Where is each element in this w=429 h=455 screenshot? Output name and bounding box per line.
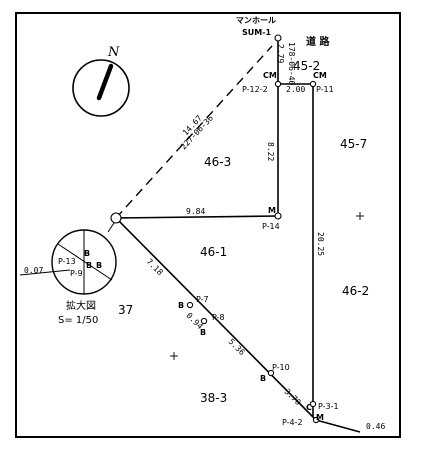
- point-p11: [309, 80, 317, 88]
- parcel-46-3: 46-3: [204, 155, 231, 169]
- marker-c-p3-1: C: [306, 403, 312, 412]
- parcel-38-3: 38-3: [200, 391, 227, 405]
- point-p14: [274, 212, 282, 220]
- parcel-45-2: 45-2: [293, 59, 320, 73]
- boundary-p14-to-west: [115, 215, 279, 219]
- point-p8: [200, 317, 208, 325]
- enlarged-detail-007-line: [19, 269, 71, 276]
- north-arrow-circle: [72, 59, 130, 117]
- survey-points: [110, 34, 320, 424]
- north-arrow: N: [72, 45, 130, 117]
- marker-b-p8: B: [200, 328, 206, 337]
- dim-2-00: 2.00: [286, 85, 305, 94]
- sum1-label: SUM-1: [242, 28, 272, 37]
- point-p10: [267, 369, 275, 377]
- enlarged-scale: S= 1/50: [58, 315, 98, 326]
- dim-2-79: 2.79: [276, 44, 285, 63]
- marker-cm-east: CM: [313, 71, 327, 80]
- boundary-p4-2-to-east: [315, 419, 361, 433]
- point-p12-2: [274, 80, 282, 88]
- point-west-corner: [110, 212, 122, 224]
- dim-8-22: 8.22: [266, 142, 275, 161]
- road-label: 道 路: [306, 35, 330, 48]
- label-p12-2: P-12-2: [242, 85, 268, 94]
- marker-b-detail-1: B: [84, 249, 90, 258]
- label-p14: P-14: [262, 222, 280, 231]
- dim-5-36: 5.36: [227, 337, 247, 357]
- cross-marks: [170, 212, 364, 360]
- marker-b-p10: B: [260, 374, 266, 383]
- dim-178-06-40: 178-06-40: [287, 42, 296, 86]
- dim-0-07: 0.07: [24, 266, 43, 275]
- marker-b-detail-2: B: [86, 261, 92, 270]
- parcel-45-7: 45-7: [340, 137, 367, 151]
- point-sum1: [274, 34, 282, 42]
- label-p11: P-11: [316, 85, 334, 94]
- marker-m-p14: M: [268, 206, 276, 215]
- enlarged-detail-line-a: [57, 243, 113, 281]
- dim-7-18: 7.18: [145, 257, 165, 277]
- boundary-west-to-p4-2: [115, 217, 317, 421]
- dashed-boundary-sum1-to-p12: [115, 45, 273, 219]
- label-p10: P-10: [272, 363, 290, 372]
- label-p7: P-7: [196, 295, 209, 304]
- map-frame: [15, 12, 401, 438]
- point-p4-2: [312, 416, 320, 424]
- dim-20-25: 20.25: [316, 232, 325, 256]
- manhole-label: マンホール: [236, 16, 276, 25]
- label-p3-1: P-3-1: [318, 402, 339, 411]
- marker-m-p4-2: M: [316, 413, 324, 422]
- marker-cm-west: CM: [263, 71, 277, 80]
- label-p8: P-8: [212, 313, 225, 322]
- label-p13: P-13: [58, 257, 76, 266]
- label-p9: P-9: [70, 269, 83, 278]
- point-p7: [186, 301, 194, 309]
- label-p4-2: P-4-2: [282, 418, 303, 427]
- marker-b-p7: B: [178, 301, 184, 310]
- north-arrow-needle: [96, 63, 114, 101]
- parcel-46-1: 46-1: [200, 245, 227, 259]
- dim-9-84: 9.84: [186, 207, 205, 216]
- parcel-37: 37: [118, 303, 133, 317]
- dim-0-46: 0.46: [366, 422, 385, 431]
- enlarged-title: 拡大図: [66, 299, 96, 312]
- boundary-lines: [115, 38, 361, 433]
- north-arrow-label: N: [107, 45, 120, 60]
- marker-b-detail-3: B: [96, 261, 102, 270]
- parcel-46-2: 46-2: [342, 284, 369, 298]
- point-p3-1: [309, 400, 317, 408]
